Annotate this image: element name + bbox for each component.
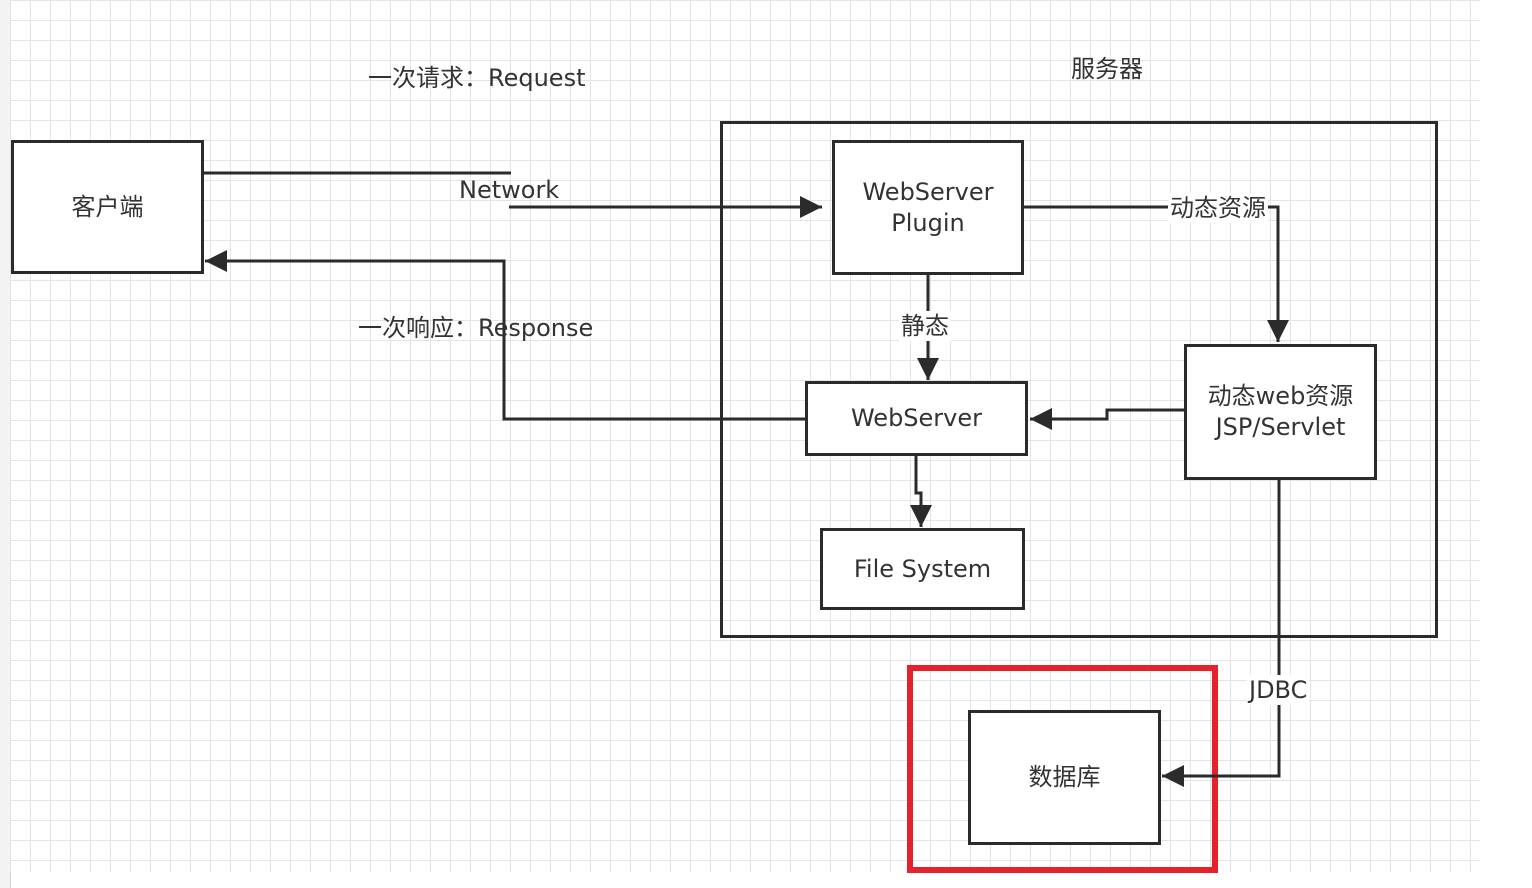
jdbc-arrow bbox=[1162, 478, 1281, 787]
response-label: 一次响应：Response bbox=[358, 314, 594, 342]
file-system-label: File System bbox=[853, 554, 992, 583]
webserver-node: WebServer bbox=[805, 381, 1028, 456]
response-arrow bbox=[205, 250, 806, 421]
static-label: 静态 bbox=[899, 311, 951, 341]
request-label: 一次请求：Request bbox=[368, 64, 586, 92]
dynamic-label: 动态资源 bbox=[1168, 193, 1268, 223]
dynamic-resource-line1: 动态web资源 bbox=[1207, 382, 1354, 410]
server-container bbox=[720, 121, 1438, 638]
webserver-plugin-line1: WebServer bbox=[862, 177, 994, 206]
webserver-plugin-node: WebServer Plugin bbox=[832, 140, 1024, 275]
database-node: 数据库 bbox=[968, 710, 1161, 845]
filesystem-arrow bbox=[910, 455, 932, 527]
database-highlight bbox=[907, 665, 1218, 873]
dynamic-resource-node: 动态web资源 JSP/Servlet bbox=[1184, 344, 1377, 480]
dynamic-resource-line2: JSP/Servlet bbox=[1215, 413, 1346, 441]
client-node: 客户端 bbox=[11, 140, 204, 274]
network-label: Network bbox=[459, 176, 560, 204]
file-system-node: File System bbox=[820, 528, 1025, 610]
server-label: 服务器 bbox=[1071, 55, 1143, 83]
webserver-label: WebServer bbox=[850, 404, 983, 432]
dynamic-to-webserver-arrow bbox=[1030, 408, 1185, 430]
webserver-plugin-line2: Plugin bbox=[891, 208, 965, 237]
client-label: 客户端 bbox=[71, 192, 144, 221]
dynamic-arrow bbox=[1023, 205, 1289, 342]
jdbc-label: JDBC bbox=[1247, 675, 1310, 705]
database-label: 数据库 bbox=[1028, 763, 1101, 791]
